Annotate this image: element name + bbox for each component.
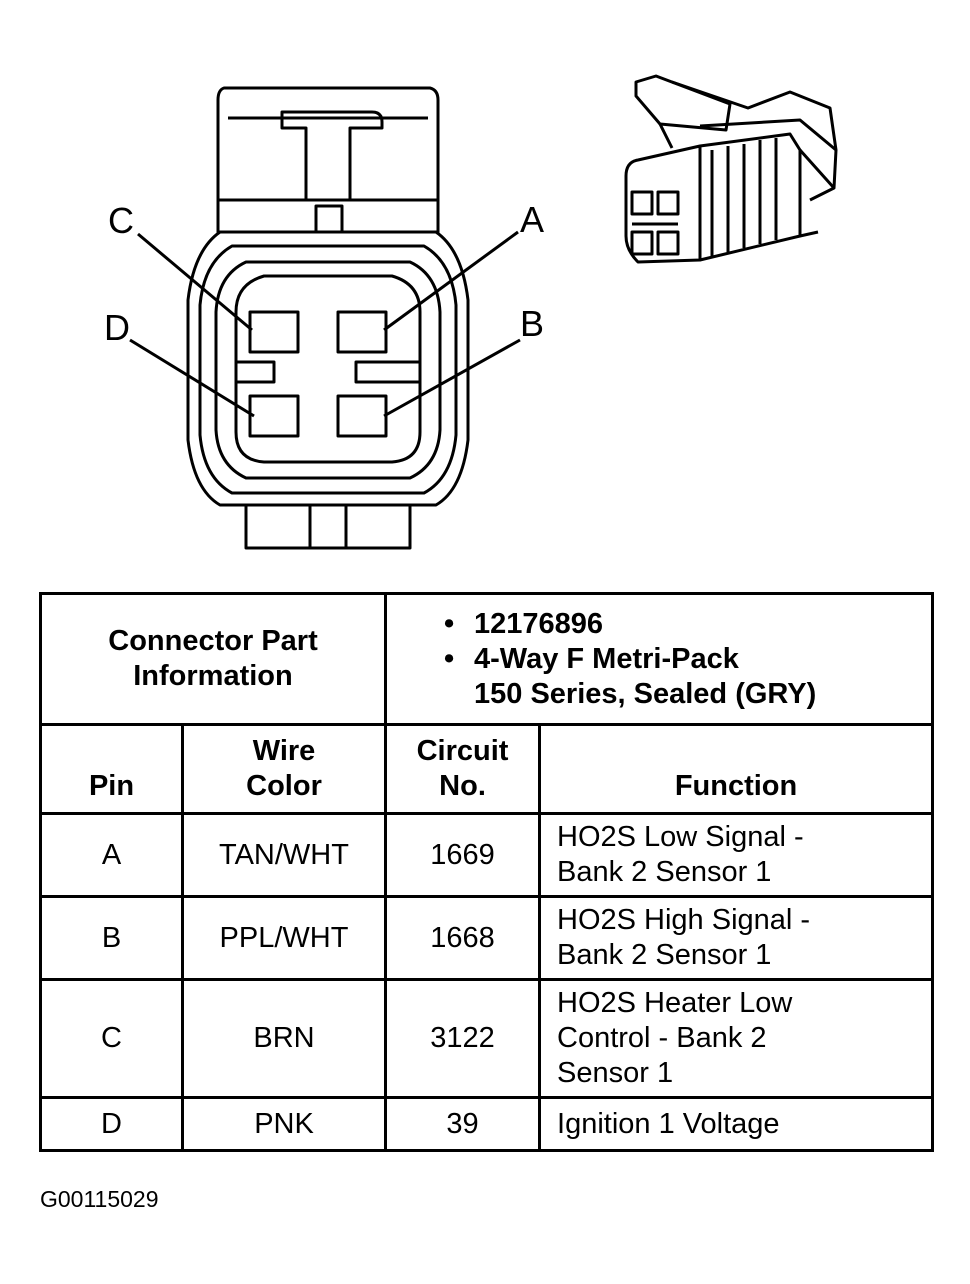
function-cell: HO2S High Signal -Bank 2 Sensor 1: [538, 895, 935, 981]
connector-type-line2: 150 Series, Sealed (GRY): [474, 677, 817, 710]
leader-line-d: [129, 338, 255, 418]
cavity-d: [248, 394, 300, 438]
function-cell: Ignition 1 Voltage: [538, 1096, 935, 1152]
pin-cell: D: [39, 1096, 184, 1152]
connector-face-view: [129, 86, 521, 550]
connector-perspective-view: [624, 74, 838, 264]
circuit-cell: 1669: [384, 812, 542, 898]
wire-color-cell: TAN/WHT: [180, 812, 388, 898]
circuit-cell: 39: [384, 1096, 542, 1152]
connector-type-line1: 4-Way F Metri-Pack: [474, 642, 739, 675]
connector-diagram: C A D B: [104, 74, 838, 550]
cavity-b: [336, 394, 388, 438]
part-info-values: •12176896 •4-Way F Metri-Pack 150 Series…: [384, 592, 935, 726]
part-info-row: Connector Part Information •12176896 •4-…: [38, 592, 935, 726]
leader-line-a: [383, 230, 519, 332]
table-row: D PNK 39 Ignition 1 Voltage: [39, 1096, 935, 1152]
pin-label-d: D: [104, 307, 130, 348]
header-pin: Pin: [39, 723, 184, 815]
wire-color-cell: BRN: [180, 978, 388, 1099]
cavity-a: [336, 310, 388, 354]
cavity-c: [248, 310, 300, 354]
part-info-label: Connector Part Information: [38, 592, 388, 726]
leader-line-c: [137, 232, 253, 332]
pin-label-a: A: [520, 199, 544, 240]
table-row: A TAN/WHT 1669 HO2S Low Signal -Bank 2 S…: [39, 812, 935, 898]
part-number: 12176896: [474, 607, 604, 640]
wire-color-cell: PPL/WHT: [180, 895, 388, 981]
pin-cell: C: [39, 978, 184, 1099]
pin-label-b: B: [520, 303, 544, 344]
circuit-cell: 3122: [384, 978, 542, 1099]
pin-label-c: C: [108, 200, 134, 241]
pin-cell: A: [39, 812, 184, 898]
leader-line-b: [383, 338, 521, 418]
connector-info-table: Connector Part Information •12176896 •4-…: [38, 592, 935, 1152]
wire-color-cell: PNK: [180, 1096, 388, 1152]
pin-cell: B: [39, 895, 184, 981]
table-row: B PPL/WHT 1668 HO2S High Signal -Bank 2 …: [39, 895, 935, 981]
header-function: Function: [538, 723, 935, 815]
figure-id: G00115029: [40, 1186, 159, 1212]
circuit-cell: 1668: [384, 895, 542, 981]
function-cell: HO2S Low Signal -Bank 2 Sensor 1: [538, 812, 935, 898]
